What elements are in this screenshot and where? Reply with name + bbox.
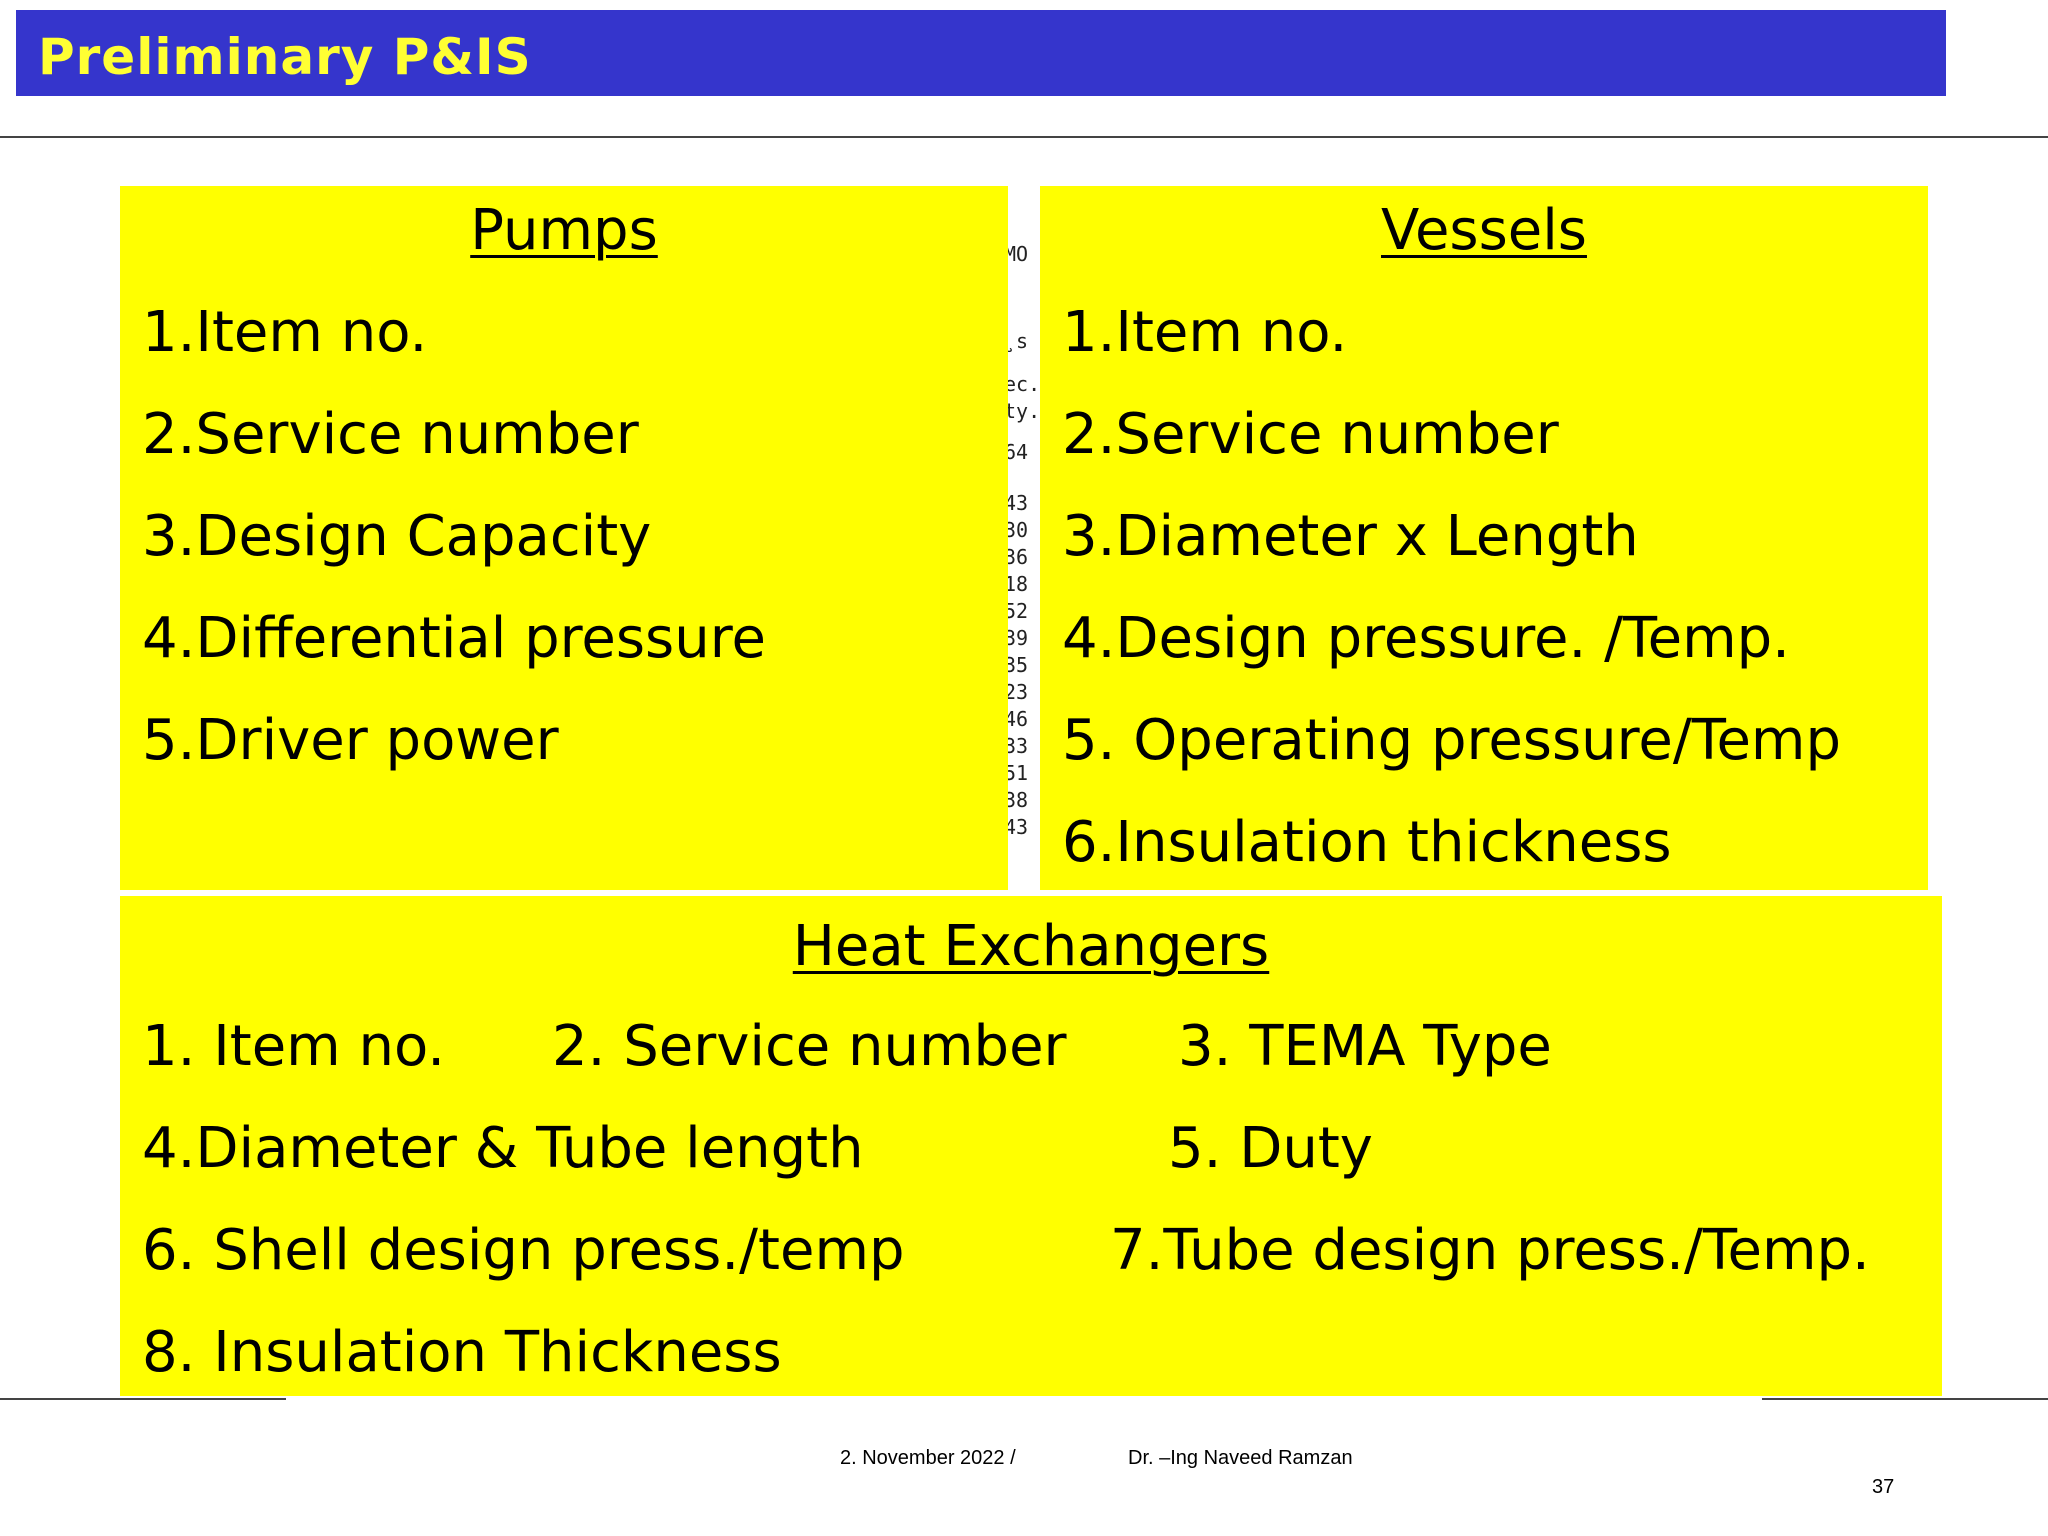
vessels-item: 6.Insulation thickness — [1062, 810, 1672, 875]
hx-item: 5. Duty — [1168, 1116, 1373, 1181]
hx-item: 6. Shell design press./temp — [142, 1218, 905, 1283]
hx-item: 4.Diameter & Tube length — [142, 1116, 864, 1181]
bg-fragment: 33 — [1004, 734, 1029, 758]
heat-exchangers-heading: Heat Exchangers — [792, 914, 1270, 979]
bottom-divider-left — [0, 1398, 286, 1400]
pumps-item: 2.Service number — [142, 402, 639, 467]
bg-fragment: MO — [1004, 242, 1029, 266]
bg-fragment: 46 — [1004, 707, 1029, 731]
bg-fragment: 64 — [1004, 440, 1029, 464]
bg-fragment: 30 — [1004, 518, 1029, 542]
hx-item: 1. Item no. — [142, 1014, 446, 1079]
bg-fragment: 43 — [1004, 491, 1029, 515]
pumps-item: 3.Design Capacity — [142, 504, 652, 569]
bottom-divider-right — [1762, 1398, 2048, 1400]
top-divider — [0, 136, 2048, 138]
vessels-item: 5. Operating pressure/Temp — [1062, 708, 1841, 773]
vessels-item: 3.Diameter x Length — [1062, 504, 1639, 569]
pumps-item: 1.Item no. — [142, 300, 428, 365]
vessels-item: 1.Item no. — [1062, 300, 1348, 365]
pumps-panel: Pumps 1.Item no. 2.Service number 3.Desi… — [120, 186, 1008, 890]
vessels-heading: Vessels — [1381, 198, 1587, 263]
heat-exchangers-panel: Heat Exchangers 1. Item no. 2. Service n… — [120, 896, 1942, 1396]
vessels-item: 2.Service number — [1062, 402, 1559, 467]
title-bar: Preliminary P&IS — [16, 10, 1946, 96]
hx-item: 8. Insulation Thickness — [142, 1320, 782, 1385]
pumps-heading: Pumps — [470, 198, 658, 263]
pumps-item: 5.Driver power — [142, 708, 559, 773]
bg-fragment: ec. — [1004, 372, 1041, 396]
bg-fragment: 36 — [1004, 545, 1029, 569]
page-number: 37 — [1872, 1476, 1895, 1498]
bg-fragment: 52 — [1004, 599, 1029, 623]
bg-fragment: 18 — [1004, 572, 1029, 596]
bg-fragment: 43 — [1004, 815, 1029, 839]
bg-fragment: 51 — [1004, 761, 1029, 785]
hx-item: 2. Service number — [552, 1014, 1067, 1079]
vessels-item: 4.Design pressure. /Temp. — [1062, 606, 1790, 671]
bg-fragment: 23 — [1004, 680, 1029, 704]
vessels-panel: Vessels 1.Item no. 2.Service number 3.Di… — [1040, 186, 1928, 890]
background-document-strip: MO ¸s ec. ty. 64 43 30 36 18 52 39 35 23… — [1004, 205, 1042, 895]
footer-author: Dr. –Ing Naveed Ramzan — [1128, 1447, 1353, 1469]
bg-fragment: 38 — [1004, 788, 1029, 812]
bg-fragment: ty. — [1004, 399, 1041, 423]
bg-fragment: 35 — [1004, 653, 1029, 677]
bg-fragment: 39 — [1004, 626, 1029, 650]
bg-fragment: ¸s — [1004, 329, 1029, 353]
hx-item: 7.Tube design press./Temp. — [1110, 1218, 1870, 1283]
footer-date: 2. November 2022 / — [840, 1447, 1016, 1469]
slide-title: Preliminary P&IS — [38, 28, 532, 86]
pumps-item: 4.Differential pressure — [142, 606, 766, 671]
hx-item: 3. TEMA Type — [1178, 1014, 1552, 1079]
